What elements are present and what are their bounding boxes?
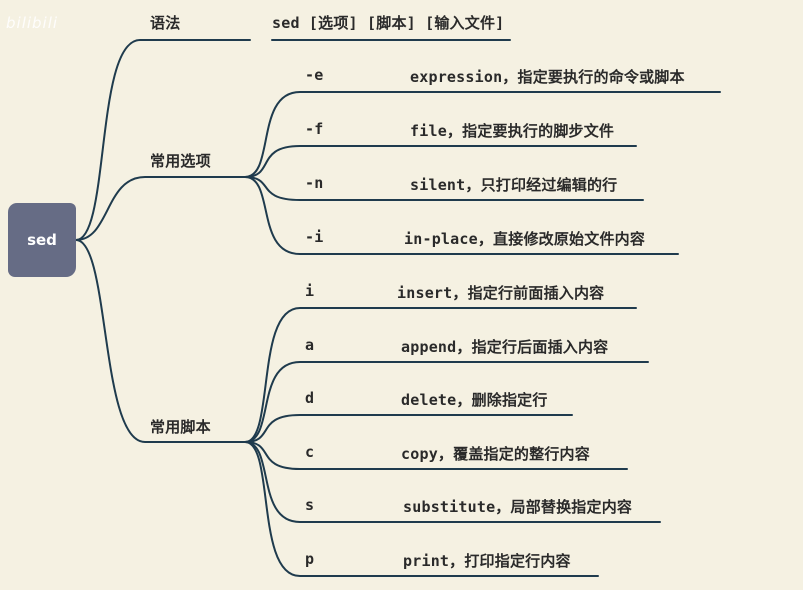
connector-option-leaf — [244, 145, 637, 178]
option-flag: -i — [305, 228, 324, 246]
watermark-logo: bilibili — [6, 14, 59, 32]
option-description: expression，指定要执行的命令或脚本 — [410, 68, 685, 86]
option-description: file，指定要执行的脚步文件 — [410, 122, 615, 140]
option-flag: -f — [305, 120, 324, 138]
connector-option-leaf — [244, 176, 644, 201]
script-flag: c — [305, 443, 315, 461]
connector-option-leaf — [244, 91, 721, 178]
script-flag: s — [305, 496, 315, 514]
connector-scripts — [75, 239, 246, 443]
connector-option-leaf — [244, 176, 679, 255]
script-description: insert，指定行前面插入内容 — [397, 284, 605, 302]
script-flag: p — [305, 550, 315, 568]
connector-options — [75, 176, 246, 241]
root-node-label: sed — [27, 231, 57, 249]
connector-script-leaf — [244, 414, 573, 443]
connector-script-leaf — [244, 441, 599, 577]
option-description: silent，只打印经过编辑的行 — [410, 176, 618, 194]
script-flag: a — [305, 336, 315, 354]
connector-script-leaf — [244, 441, 661, 523]
root-node — [8, 203, 76, 277]
script-flag: i — [305, 282, 315, 300]
script-description: copy，覆盖指定的整行内容 — [401, 445, 590, 463]
connector-script-leaf — [244, 307, 637, 443]
option-flag: -n — [305, 174, 324, 192]
script-flag: d — [305, 389, 315, 407]
connector-syntax — [75, 39, 251, 241]
connector-script-leaf — [244, 361, 649, 443]
syntax-text: sed [选项] [脚本] [输入文件] — [272, 14, 505, 32]
syntax-branch-label: 语法 — [150, 14, 181, 32]
script-description: print，打印指定行内容 — [403, 552, 571, 570]
script-description: substitute，局部替换指定内容 — [403, 498, 633, 516]
options-branch-label: 常用选项 — [150, 152, 211, 170]
scripts-branch-label: 常用脚本 — [150, 418, 211, 436]
connector-script-leaf — [244, 441, 628, 470]
script-description: append，指定行后面插入内容 — [401, 338, 609, 356]
script-description: delete，删除指定行 — [401, 391, 548, 409]
option-flag: -e — [305, 66, 324, 84]
option-description: in-place，直接修改原始文件内容 — [404, 230, 646, 248]
